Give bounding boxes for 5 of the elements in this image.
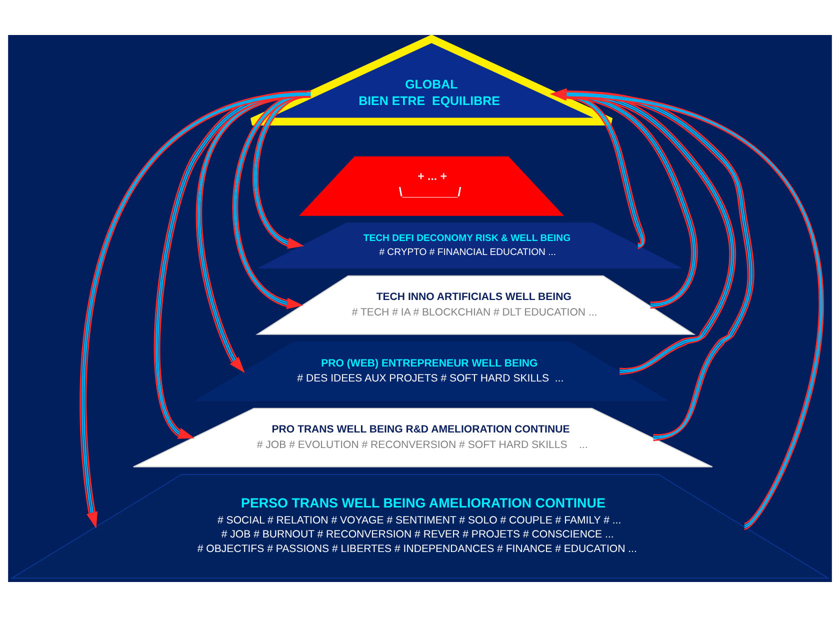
- arrow: [252, 90, 311, 249]
- arrow: [232, 90, 311, 310]
- arrow: [154, 90, 311, 439]
- arrow: [80, 90, 311, 528]
- arrow: [196, 90, 311, 374]
